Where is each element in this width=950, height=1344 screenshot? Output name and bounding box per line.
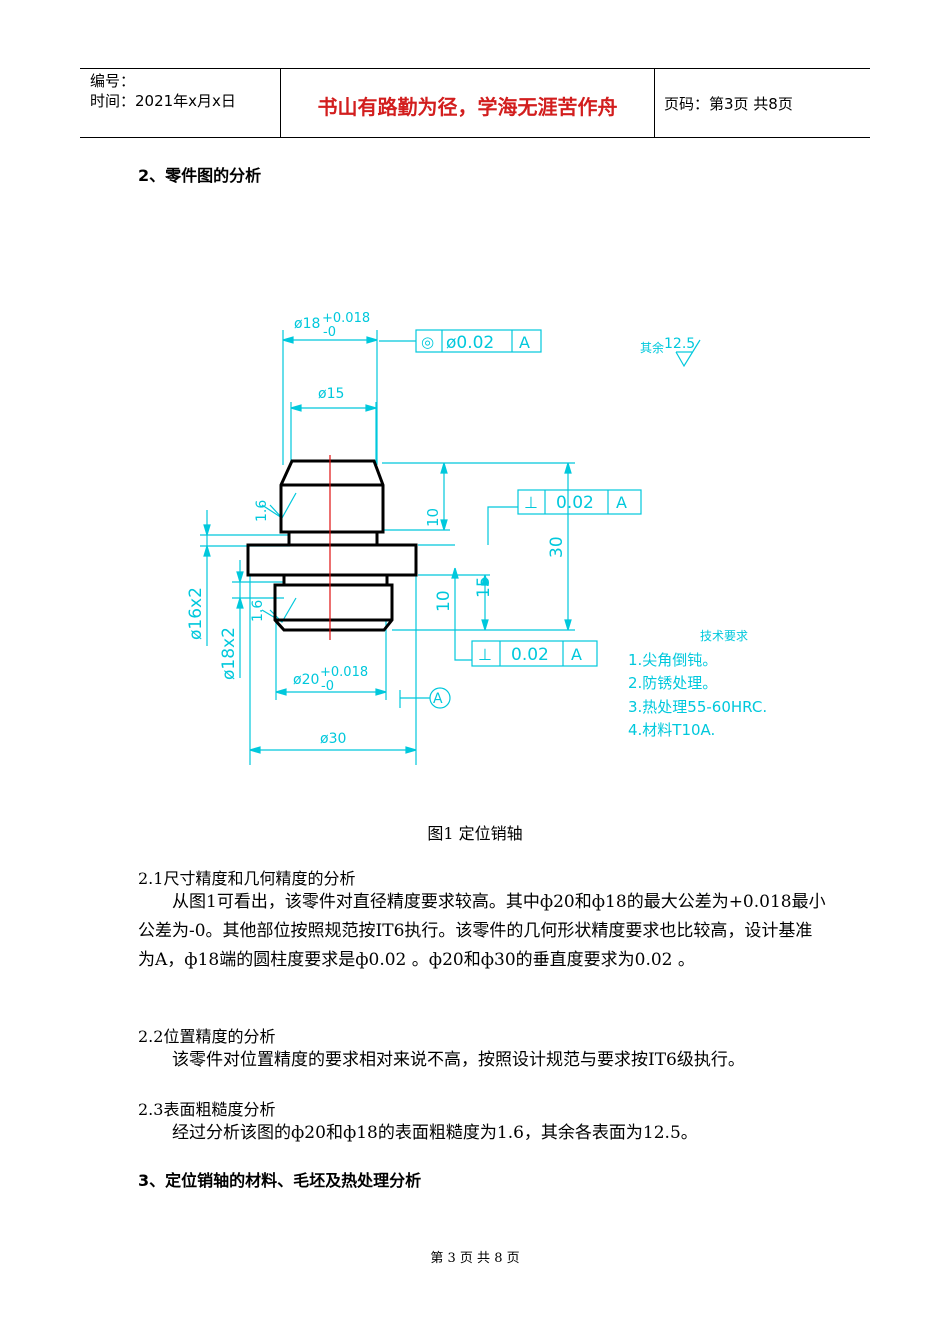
dim-len10-bottom: 10 — [434, 590, 454, 612]
tech-req-item: 2.防锈处理。 — [628, 674, 717, 692]
dim-len15: 15 — [474, 576, 494, 598]
section-3-title: 3、定位销轴的材料、毛坯及热处理分析 — [138, 1171, 422, 1190]
fcf-top-value: ø0.02 — [446, 333, 494, 353]
page-header: 编号： 时间：2021年x月x日 书山有路勤为径，学海无涯苦作舟 页码：第3页 … — [80, 68, 870, 138]
fcf-bottom-datum: A — [571, 645, 582, 664]
perpendicularity-icon: ⊥ — [478, 645, 492, 664]
datum-label: A — [433, 691, 443, 707]
section-2-3-title: 2.3表面粗糙度分析 — [138, 1100, 276, 1119]
fcf-top-datum: A — [519, 333, 530, 352]
section-2-2-title: 2.2位置精度的分析 — [138, 1027, 276, 1046]
figure-caption: 图1 定位销轴 — [427, 824, 523, 843]
section-2-2-body: 该零件对位置精度的要求相对来说不高，按照设计规范与要求按IT6级执行。 — [172, 1050, 745, 1070]
dim-d18: ø18 — [294, 316, 320, 332]
tech-req-item: 1.尖角倒钝。 — [628, 651, 717, 669]
section-2-3-body: 经过分析该图的ф20和ф18的表面粗糙度为1.6，其余各表面为12.5。 — [172, 1123, 698, 1143]
section-2-title: 2、零件图的分析 — [138, 166, 262, 185]
roughness-1.6-bottom: 1.6 — [250, 600, 266, 622]
tech-req-item: 4.材料T10A. — [628, 721, 715, 739]
roughness-other-value: 12.5 — [664, 336, 695, 352]
concentricity-icon: ◎ — [421, 333, 434, 351]
header-page-info: 页码：第3页 共8页 — [664, 95, 793, 113]
header-divider — [280, 69, 281, 137]
perpendicularity-icon: ⊥ — [524, 493, 538, 512]
dim-d20-tol-lower: -0 — [321, 679, 334, 694]
dim-d30: ø30 — [320, 731, 346, 747]
dim-d15: ø15 — [318, 386, 344, 402]
dim-d20-tol-upper: +0.018 — [320, 665, 368, 680]
roughness-1.6-top: 1.6 — [254, 500, 270, 522]
fcf-mid-datum: A — [616, 493, 627, 512]
header-meta: 编号： 时间：2021年x月x日 — [90, 71, 236, 111]
fcf-mid-value: 0.02 — [556, 493, 594, 513]
page-footer: 第 3 页 共 8 页 — [430, 1251, 520, 1266]
header-motto: 书山有路勤为径，学海无涯苦作舟 — [317, 95, 618, 119]
time-label: 时间：2021年x月x日 — [90, 92, 236, 110]
dim-d16x2: ø16x2 — [186, 587, 206, 640]
dim-len30: 30 — [547, 536, 567, 558]
part-drawing: ø18 +0.018 -0 ø15 ø20 +0.018 -0 ø30 ø16x… — [186, 311, 767, 765]
dim-d18-tol-upper: +0.018 — [322, 311, 370, 326]
tech-req-item: 3.热处理55-60HRC. — [628, 698, 767, 716]
dim-d18-tol-lower: -0 — [323, 325, 336, 340]
tech-req-title: 技术要求 — [700, 629, 748, 643]
header-divider — [654, 69, 655, 137]
number-label: 编号： — [90, 72, 136, 90]
roughness-other-prefix: 其余 — [640, 340, 664, 355]
dim-len10-top: 10 — [424, 508, 442, 527]
section-2-1-title: 2.1尺寸精度和几何精度的分析 — [138, 869, 356, 888]
fcf-bottom-value: 0.02 — [511, 645, 549, 665]
dim-d20: ø20 — [293, 672, 319, 688]
dim-d18x2: ø18x2 — [219, 627, 239, 680]
section-2-1-body: 从图1可看出，该零件对直径精度要求较高。其中ф20和ф18的最大公差为+0.01… — [138, 892, 826, 970]
